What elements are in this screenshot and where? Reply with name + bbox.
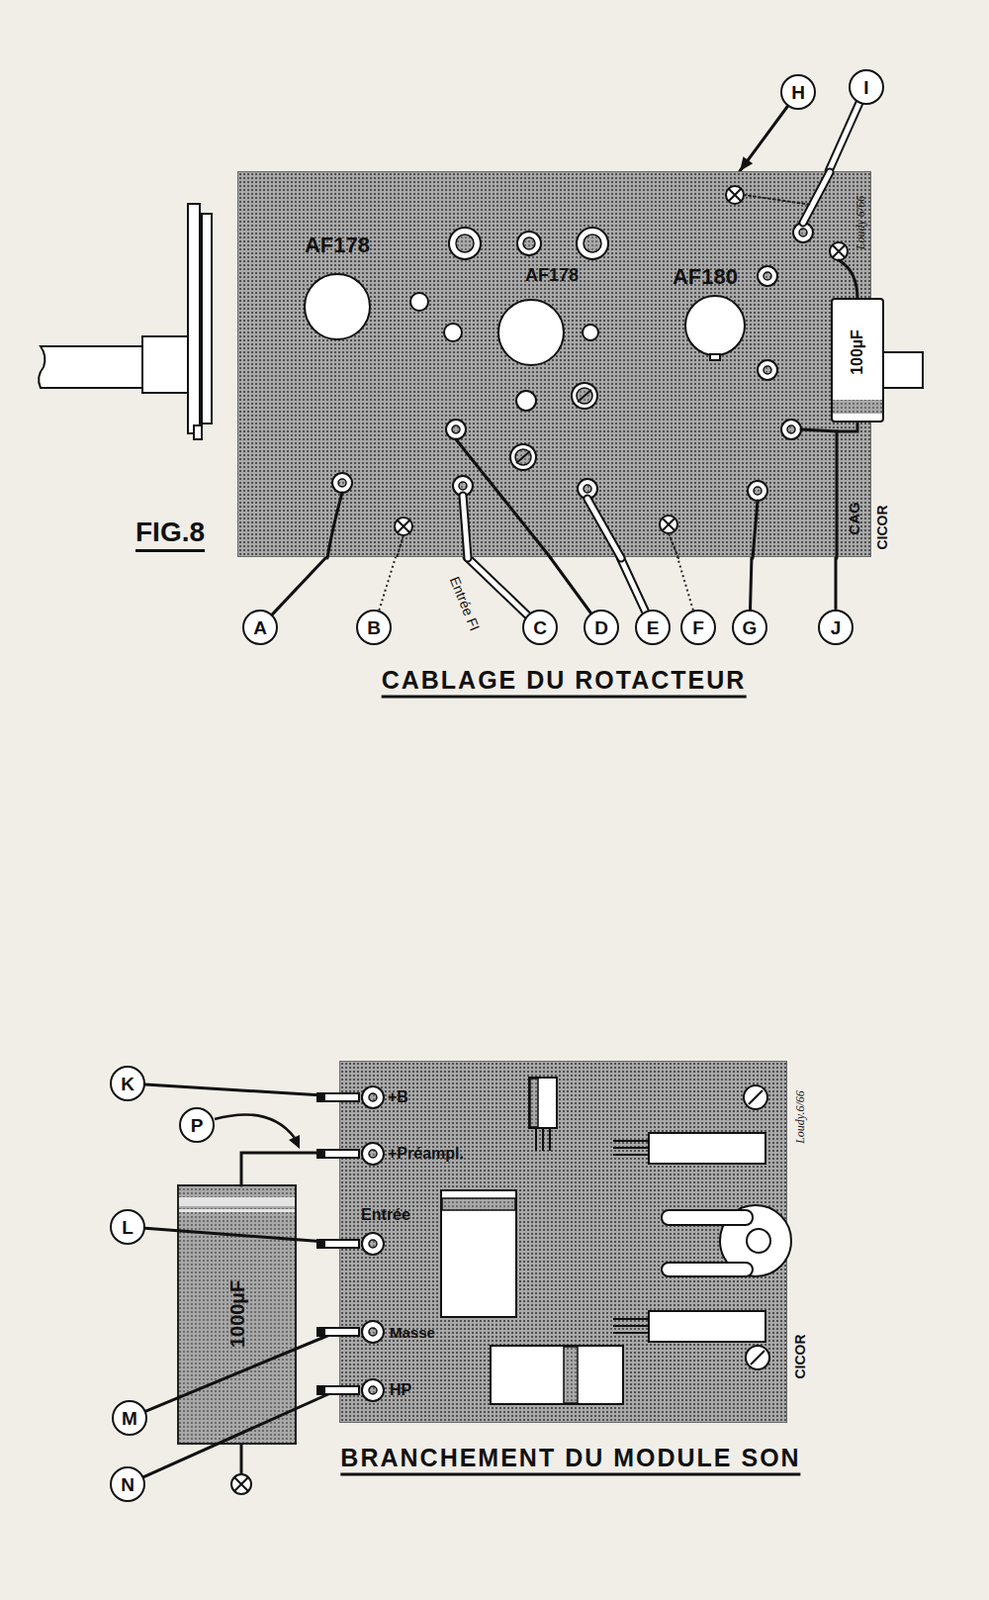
wire <box>145 1083 340 1096</box>
wire <box>143 1388 340 1477</box>
dotted-wire <box>378 556 396 611</box>
circuit-board: +B +Préampl. EntréeMasseHP <box>339 1060 788 1423</box>
tuner-board-parts <box>238 172 873 558</box>
shielded-cable <box>620 556 645 612</box>
wire <box>739 106 788 173</box>
figure-title: FIG.8 <box>135 518 205 552</box>
shielded-cable <box>466 556 528 616</box>
capacitor-value: 1000µF <box>227 1279 248 1348</box>
circuit-board: AF178AF178AF180CAG100µF <box>237 171 872 557</box>
cable-jacket <box>620 556 645 612</box>
wire <box>549 556 591 614</box>
wire-connector <box>143 1388 340 1477</box>
capacitor: 100µF <box>831 298 884 422</box>
callout-circle: P <box>179 1106 215 1143</box>
wire-connector <box>549 556 591 614</box>
callout-letter: K <box>120 1074 135 1093</box>
shielded-cable <box>828 102 860 172</box>
component-label: +Préampl. <box>387 1145 464 1162</box>
board-marking: Loudy 6/66 <box>854 195 867 250</box>
wire-connector <box>145 1083 340 1096</box>
callout-letter: N <box>120 1474 135 1494</box>
cable-core <box>620 556 645 612</box>
cable-jacket <box>828 102 860 172</box>
callout-circle: E <box>634 609 671 645</box>
callout-letter: A <box>253 618 268 637</box>
component-label: AF178 <box>304 234 370 257</box>
callout-circle: M <box>111 1399 148 1436</box>
callout-circle: B <box>356 609 392 645</box>
callout-letter: E <box>646 618 660 637</box>
callout-circle: A <box>242 609 278 645</box>
component-label: AF180 <box>672 266 738 288</box>
wire <box>834 556 838 610</box>
callout-circle: K <box>109 1065 146 1101</box>
board-marking: Loudy.6/66 <box>794 1089 807 1144</box>
callout-letter: M <box>121 1408 138 1428</box>
callout-letter: J <box>830 618 842 637</box>
callout-circle: N <box>109 1465 146 1502</box>
component-label: Entrée <box>360 1206 411 1223</box>
callout-letter: D <box>594 618 609 637</box>
capacitor-value: 100µF <box>849 329 866 375</box>
callout-circle: C <box>522 609 558 645</box>
callout-letter: H <box>791 83 806 102</box>
callout-circle: F <box>680 609 717 645</box>
callout-letter: B <box>366 618 381 637</box>
shield-wire <box>378 556 396 611</box>
wire-connector <box>750 556 753 610</box>
board-marking: CICOR <box>875 504 890 549</box>
electrolytic-capacitor-body <box>178 1184 296 1443</box>
callout-circle: G <box>731 609 768 645</box>
figure-title: CABLAGE DU ROTACTEUR <box>381 667 747 699</box>
wire-connector <box>271 556 327 615</box>
callout-letter: I <box>863 78 869 97</box>
component-label: AF178 <box>525 266 579 284</box>
component-label: Masse <box>389 1324 436 1340</box>
cable-label: Entrée FI <box>448 574 483 633</box>
wire <box>145 1227 340 1243</box>
callout-circle: I <box>848 69 885 105</box>
callout-letter: C <box>533 618 547 637</box>
callout-letter: F <box>692 618 705 637</box>
wire-connector <box>145 1227 340 1243</box>
board-marking: CICOR <box>793 1333 808 1378</box>
component-label: +B <box>387 1088 409 1105</box>
component-label: CAG <box>846 501 862 535</box>
cable-core <box>466 556 528 616</box>
callout-circle: J <box>817 609 854 645</box>
shield-wire <box>677 556 694 611</box>
callout-letter: P <box>190 1115 204 1135</box>
callout-letter: L <box>121 1217 134 1237</box>
arrowhead <box>739 156 753 172</box>
component-label: HP <box>389 1381 412 1398</box>
cable-core <box>828 102 860 172</box>
wire <box>271 556 327 615</box>
capacitor: 1000µF <box>178 1184 296 1443</box>
callout-letter: G <box>742 618 758 637</box>
callout-circle: H <box>780 74 816 110</box>
wire-connector <box>739 106 788 173</box>
figure-title: BRANCHEMENT DU MODULE SON <box>340 1444 801 1476</box>
ground-symbol <box>231 1442 252 1494</box>
cable-jacket <box>466 556 528 616</box>
wire <box>750 556 753 610</box>
callout-circle: L <box>109 1208 146 1245</box>
dotted-wire <box>677 556 694 611</box>
sound-module-parts <box>340 1061 789 1424</box>
callout-circle: D <box>583 609 620 645</box>
leader-arrow <box>214 1113 300 1149</box>
wire-connector <box>835 556 837 610</box>
